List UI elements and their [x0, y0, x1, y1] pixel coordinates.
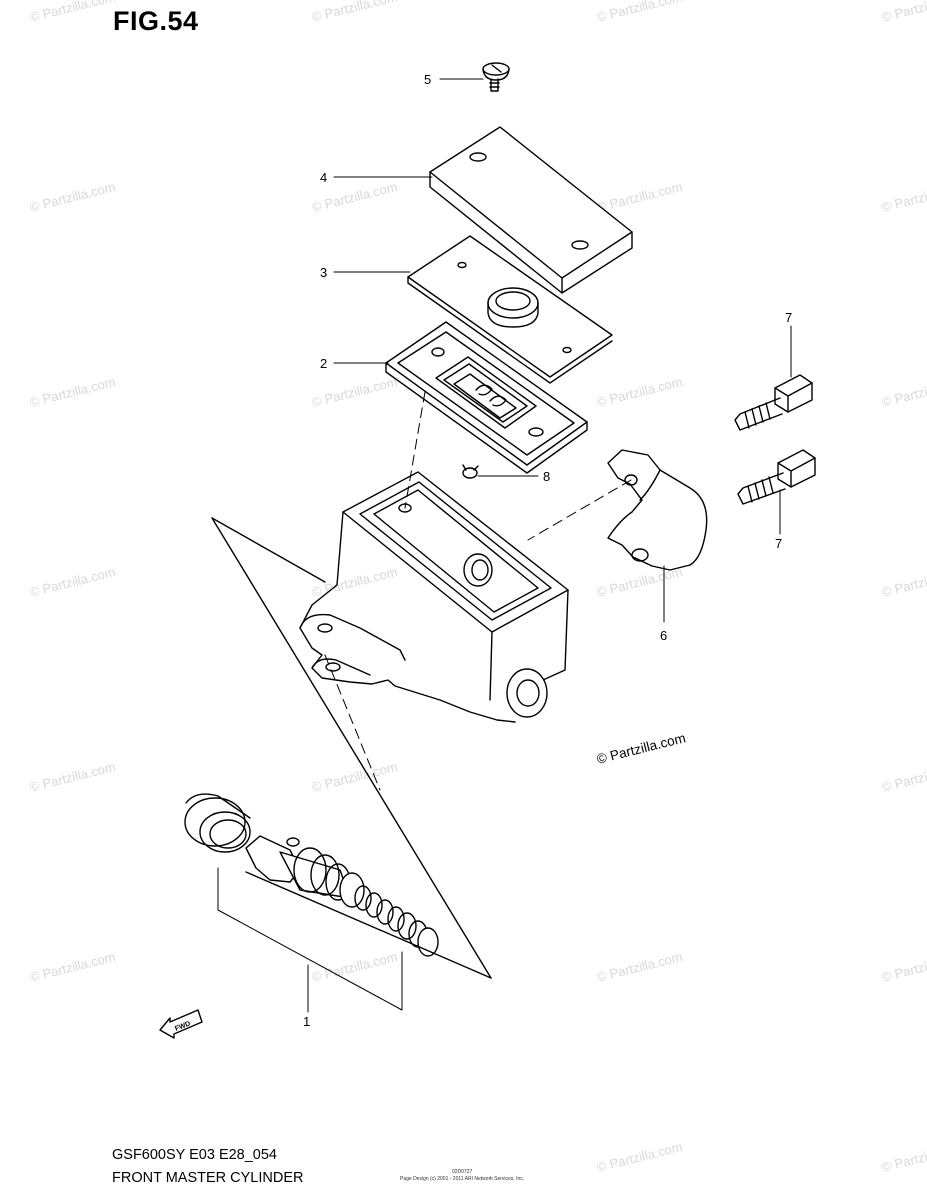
- part-5-screw[interactable]: [482, 62, 510, 92]
- callout-8: 8: [543, 469, 550, 484]
- part-2-diaphragm[interactable]: [385, 321, 588, 474]
- fine-print: Page Design (c) 2001 - 2011 ARI Network …: [400, 1176, 525, 1182]
- callout-3: 3: [320, 265, 327, 280]
- callout-7-lower: 7: [775, 536, 782, 551]
- part-6-clamp[interactable]: [607, 449, 708, 571]
- diagram-title: FRONT MASTER CYLINDER: [112, 1170, 304, 1186]
- leader-lines: [217, 78, 792, 1013]
- part-1-master-cylinder-body[interactable]: [299, 471, 569, 723]
- assembly-dashed-lines: [324, 391, 632, 791]
- part-3-diaphragm-plate[interactable]: [407, 235, 613, 384]
- assembly-outline: [211, 517, 492, 979]
- callout-5: 5: [424, 72, 431, 87]
- part-4-reservoir-cap[interactable]: [429, 126, 633, 294]
- fwd-arrow-icon: FWD: [159, 1009, 203, 1039]
- callout-4: 4: [320, 170, 327, 185]
- callout-2: 2: [320, 356, 327, 371]
- part-7-bolt-lower[interactable]: [737, 449, 816, 505]
- fine-code: 02D0727: [452, 1169, 473, 1175]
- part-1-piston-kit[interactable]: [184, 793, 439, 957]
- diagram-code: GSF600SY E03 E28_054: [112, 1147, 277, 1163]
- figure-title: FIG.54: [113, 6, 199, 36]
- callout-6: 6: [660, 628, 667, 643]
- part-8-clip[interactable]: [462, 464, 479, 479]
- callout-1: 1: [303, 1014, 310, 1029]
- callout-7-upper: 7: [785, 310, 792, 325]
- part-7-bolt-upper[interactable]: [734, 374, 813, 431]
